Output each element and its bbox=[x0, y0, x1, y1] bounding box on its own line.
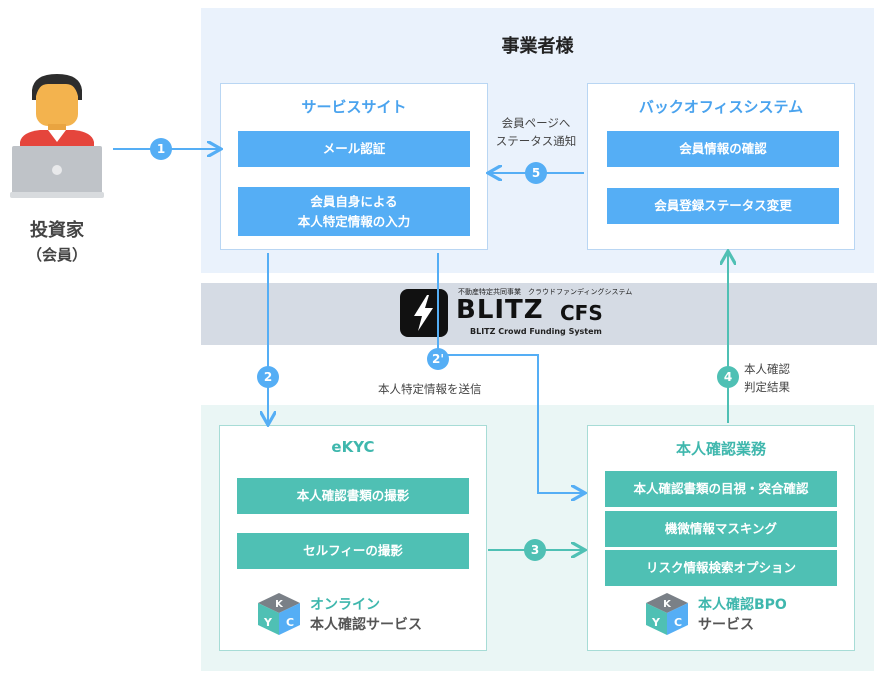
verification-title: 本人確認業務 bbox=[675, 440, 766, 458]
document-check-item: 本人確認書類の目視・突合確認 bbox=[605, 471, 837, 507]
kyc-logo-y: Y bbox=[263, 616, 273, 629]
member-info-check-item: 会員情報の確認 bbox=[607, 131, 839, 167]
bpo-logo-c: C bbox=[674, 616, 682, 629]
send-info-note: 本人特定情報を送信 bbox=[378, 382, 482, 396]
investor-sublabel: （会員） bbox=[26, 246, 87, 264]
status-change-item: 会員登録ステータス変更 bbox=[607, 188, 839, 224]
risk-search-item: リスク情報検索オプション bbox=[605, 550, 837, 586]
self-input-item: 会員自身による 本人特定情報の入力 bbox=[238, 187, 470, 236]
service-site-title: サービスサイト bbox=[301, 98, 407, 116]
step-2-badge: 2 bbox=[257, 366, 279, 388]
selfie-photo-item: セルフィーの撮影 bbox=[237, 533, 469, 569]
blitz-subtitle: BLITZ Crowd Funding System bbox=[470, 327, 602, 336]
blitz-band bbox=[201, 283, 877, 345]
result-note: 本人確認 判定結果 bbox=[744, 362, 790, 395]
step-5-badge: 5 bbox=[525, 162, 547, 184]
bpo-logo-line1: 本人確認BPO bbox=[698, 597, 787, 613]
ekyc-title: eKYC bbox=[331, 438, 375, 456]
ekyc-box: eKYC 本人確認書類の撮影 セルフィーの撮影 K Y C オンライン 本人確認… bbox=[219, 425, 487, 651]
document-photo-item: 本人確認書類の撮影 bbox=[237, 478, 469, 514]
ekyc-logo-line2: 本人確認サービス bbox=[310, 617, 422, 633]
investor-label: 投資家 bbox=[30, 220, 84, 241]
investor-icon bbox=[10, 70, 104, 200]
step-4-badge: 4 bbox=[717, 366, 739, 388]
business-region-title: 事業者様 bbox=[501, 36, 574, 57]
blitz-tagline: 不動産特定共同事業 クラウドファンディングシステム bbox=[458, 288, 633, 296]
back-office-title: バックオフィスシステム bbox=[638, 98, 804, 116]
lightning-icon bbox=[400, 289, 448, 337]
email-auth-item: メール認証 bbox=[238, 131, 470, 167]
kyc-logo-icon: K Y C bbox=[256, 591, 302, 637]
bpo-logo-y: Y bbox=[651, 616, 661, 629]
blitz-name: BLITZ bbox=[456, 295, 544, 325]
bpo-logo-icon: K Y C bbox=[644, 591, 690, 637]
member-page-note: 会員ページへ ステータス通知 bbox=[495, 116, 577, 149]
ekyc-logo-line1: オンライン bbox=[310, 597, 380, 613]
blitz-cfs: CFS bbox=[560, 301, 603, 325]
step-3-badge: 3 bbox=[524, 539, 546, 561]
verification-box: 本人確認業務 本人確認書類の目視・突合確認 機微情報マスキング リスク情報検索オ… bbox=[587, 425, 855, 651]
bpo-logo-line2: サービス bbox=[698, 617, 754, 633]
step-1-badge: 1 bbox=[150, 138, 172, 160]
service-site-box: サービスサイト メール認証 会員自身による 本人特定情報の入力 bbox=[220, 83, 488, 250]
masking-item: 機微情報マスキング bbox=[605, 511, 837, 547]
kyc-logo-c: C bbox=[286, 616, 294, 629]
arrow-step2p bbox=[437, 253, 583, 493]
bpo-logo-k: K bbox=[663, 599, 672, 610]
kyc-logo-k: K bbox=[275, 599, 284, 610]
blitz-logo: 不動産特定共同事業 クラウドファンディングシステム BLITZ CFS BLIT… bbox=[398, 287, 632, 339]
step-2p-badge: 2' bbox=[427, 348, 449, 370]
